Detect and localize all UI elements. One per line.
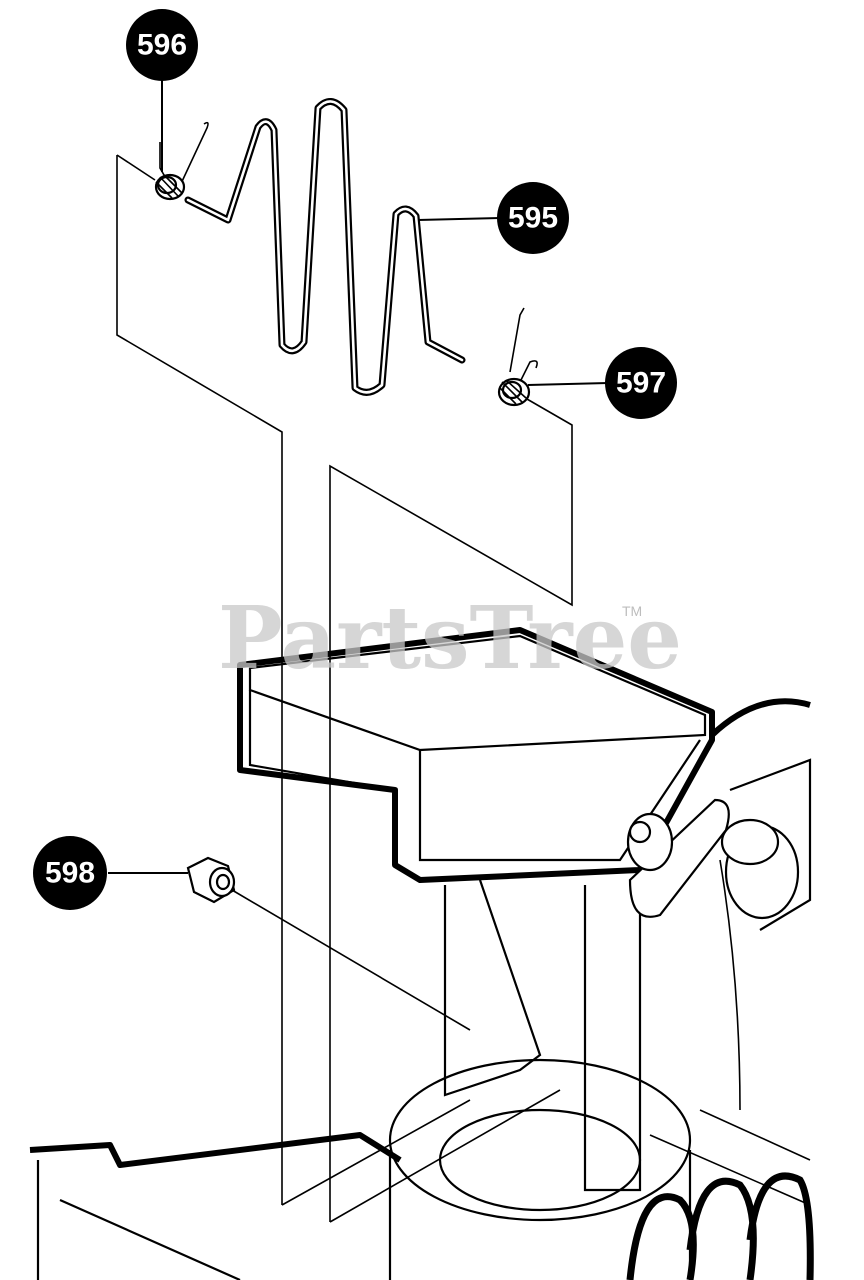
callout-596[interactable]: 596 (126, 9, 198, 81)
callout-label-595: 595 (508, 202, 558, 235)
callout-label-597: 597 (616, 367, 666, 400)
callout-label-596: 596 (137, 29, 187, 62)
torsion-spring-596[interactable] (154, 121, 209, 201)
callout-leaders (108, 78, 609, 874)
watermark-text: PartsTree (218, 588, 682, 689)
callout-597[interactable]: 597 (605, 347, 677, 419)
wire-spring-595[interactable] (184, 98, 466, 396)
callout-label-598: 598 (45, 857, 95, 890)
torsion-spring-597[interactable] (497, 307, 538, 407)
callout-598[interactable]: 598 (33, 836, 107, 910)
callout-595[interactable]: 595 (497, 182, 569, 254)
assembly-guide-lines (116, 154, 573, 1223)
chute-housing-assembly (29, 627, 814, 1280)
watermark: PartsTree TM (218, 588, 682, 689)
watermark-trademark: TM (622, 603, 642, 619)
hex-nut-598[interactable] (186, 856, 236, 904)
